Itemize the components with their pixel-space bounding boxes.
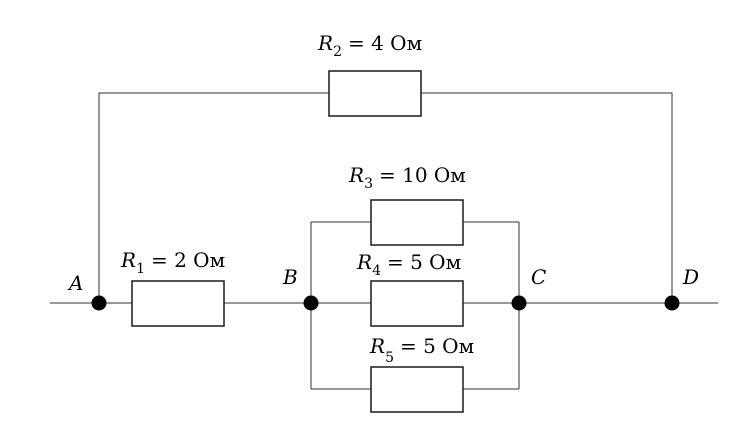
- wire-top-branch-left: [98, 92, 329, 303]
- resistor-r5: [370, 366, 464, 413]
- r3-value: = 10 Ом: [379, 163, 466, 187]
- resistor-r1-label: R1 = 2 Ом: [120, 248, 225, 277]
- r2-symbol: R: [317, 31, 333, 55]
- node-b-dot: [303, 295, 319, 311]
- node-a-label: A: [67, 271, 83, 295]
- r5-index: 5: [385, 350, 394, 366]
- r1-value: = 2 Ом: [151, 248, 225, 272]
- wire-top-branch-right: [421, 92, 673, 303]
- resistor-r3-label: R3 = 10 Ом: [348, 163, 466, 192]
- r5-value: = 5 Ом: [400, 334, 474, 358]
- resistor-r2-label: R2 = 4 Ом: [317, 31, 422, 60]
- resistor-r5-label: R5 = 5 Ом: [369, 334, 474, 366]
- r4-index: 4: [372, 263, 381, 279]
- r5-symbol: R: [369, 334, 385, 358]
- r4-value: = 5 Ом: [387, 250, 461, 274]
- resistor-r3: [370, 199, 464, 246]
- node-c-label: C: [531, 265, 546, 289]
- node-d-dot: [664, 295, 680, 311]
- resistor-r4-label: R4 = 5 Ом: [356, 250, 461, 279]
- r4-symbol: R: [356, 250, 372, 274]
- r2-index: 2: [333, 44, 342, 60]
- r2-value: = 4 Ом: [348, 31, 422, 55]
- r1-symbol: R: [120, 248, 136, 272]
- node-d-label: D: [682, 265, 699, 289]
- resistor-r1: [131, 280, 225, 327]
- r3-symbol: R: [348, 163, 364, 187]
- node-c-dot: [511, 295, 527, 311]
- node-a-dot: [91, 295, 107, 311]
- r3-index: 3: [364, 176, 373, 192]
- r1-index: 1: [136, 261, 145, 277]
- node-b-label: B: [282, 265, 298, 289]
- resistor-r2: [328, 70, 422, 117]
- resistor-r4: [370, 280, 464, 327]
